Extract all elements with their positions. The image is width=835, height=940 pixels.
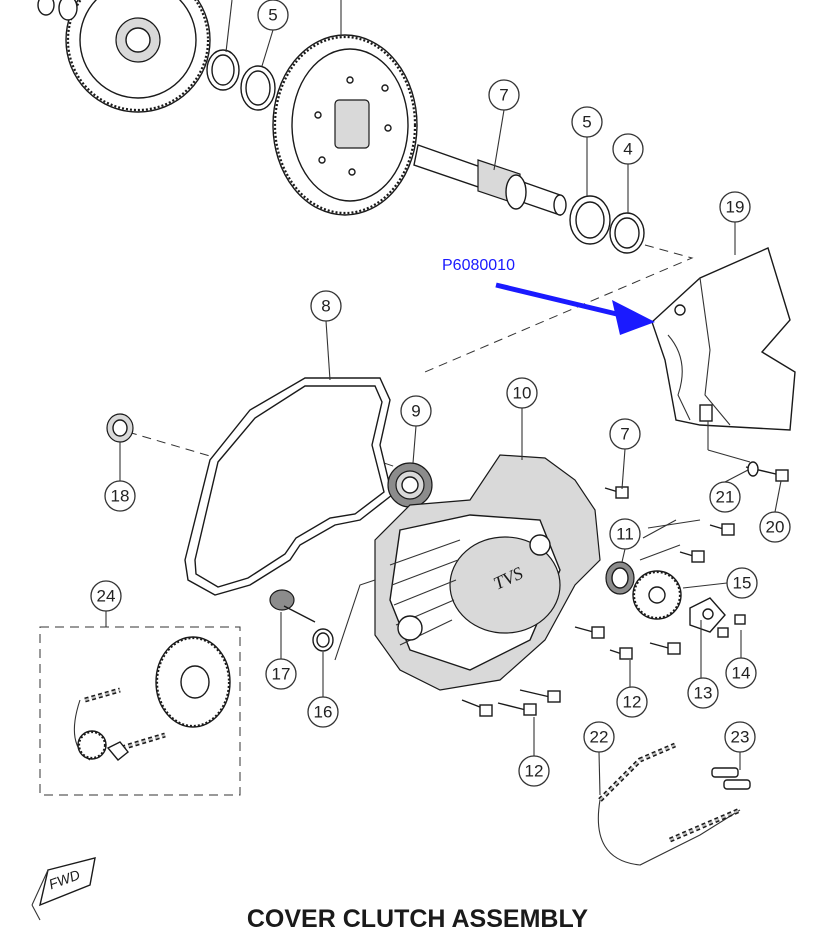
- small-washers-top-left: [37, 0, 78, 21]
- callout-8: 8: [310, 290, 342, 322]
- drive-sprocket: [632, 570, 682, 620]
- bearing: [387, 462, 433, 508]
- callout-label: 10: [513, 384, 532, 403]
- callout-21: 21: [709, 481, 741, 513]
- gasket-inner-edge: [194, 385, 385, 588]
- washer-5-top: [240, 65, 276, 111]
- cover-bolt-and-washer: [745, 461, 789, 482]
- bolts: [461, 486, 735, 717]
- circlip-4: [609, 212, 645, 254]
- diagram-title: COVER CLUTCH ASSEMBLY: [246, 905, 589, 933]
- shaft-7: [413, 144, 567, 216]
- small-gear-top-left: [65, 0, 211, 113]
- callout-9: 9: [400, 395, 432, 427]
- callout-24: 24: [90, 580, 122, 612]
- callout-label: 21: [716, 488, 735, 507]
- callout-23: 23: [724, 721, 756, 753]
- callout-label: 22: [590, 728, 609, 747]
- callout-label: 12: [525, 762, 544, 781]
- callout-label: 13: [694, 684, 713, 703]
- callout-12: 12: [616, 686, 648, 718]
- callout-16: 16: [307, 696, 339, 728]
- callout-label: 15: [733, 574, 752, 593]
- callout-17: 17: [265, 658, 297, 690]
- callout-label: 8: [321, 297, 330, 316]
- callout-label: 12: [623, 693, 642, 712]
- o-ring: [312, 628, 334, 652]
- sprocket-lock-plate: [689, 597, 746, 638]
- callout-label: 5: [268, 6, 277, 25]
- drive-chain: [597, 742, 741, 866]
- chain-joint: [711, 767, 751, 790]
- callout-label: 4: [623, 140, 632, 159]
- callout-label: 23: [731, 728, 750, 747]
- large-gear: [272, 34, 418, 216]
- callout-label: 14: [732, 664, 751, 683]
- callout-label: 16: [314, 703, 333, 722]
- clutch-cover: TVS: [374, 454, 601, 691]
- callout-4: 4: [612, 133, 644, 165]
- circlip-top: [206, 49, 240, 91]
- callout-5: 5: [257, 0, 289, 31]
- callout-13: 13: [687, 677, 719, 709]
- axis-line-shaft: [424, 244, 694, 373]
- callout-7: 7: [488, 79, 520, 111]
- callout-label: 9: [411, 402, 420, 421]
- callout-label: 7: [499, 86, 508, 105]
- callout-10: 10: [506, 377, 538, 409]
- callout-leaders: [105, 0, 782, 796]
- callout-label: 5: [582, 113, 591, 132]
- washer-5-right: [569, 195, 611, 245]
- callout-22: 22: [583, 721, 615, 753]
- o-ring-guide-line: [334, 579, 376, 661]
- callout-label: 20: [766, 518, 785, 537]
- reference-code: P6080010: [442, 257, 515, 274]
- callout-12: 12: [518, 755, 550, 787]
- oil-seal-output: [605, 561, 635, 595]
- callout-11: 11: [609, 518, 641, 550]
- callout-label: 7: [620, 425, 629, 444]
- callout-5: 5: [571, 106, 603, 138]
- callout-20: 20: [759, 511, 791, 543]
- sprocket-kit-box: [39, 626, 241, 796]
- callout-label: 19: [726, 198, 745, 217]
- callout-label: 17: [272, 665, 291, 684]
- callout-19: 19: [719, 191, 751, 223]
- sprocket-cover: [651, 247, 796, 431]
- callout-label: 18: [111, 487, 130, 506]
- callout-14: 14: [725, 657, 757, 689]
- reference-arrow: [495, 282, 655, 335]
- filler-cap: [269, 589, 316, 623]
- callout-18: 18: [104, 480, 136, 512]
- callout-7: 7: [609, 418, 641, 450]
- callout-label: 24: [97, 587, 116, 606]
- callout-label: 11: [616, 525, 634, 544]
- oil-seal: [106, 413, 134, 443]
- forward-direction-badge: FWD: [31, 857, 96, 921]
- callout-15: 15: [726, 567, 758, 599]
